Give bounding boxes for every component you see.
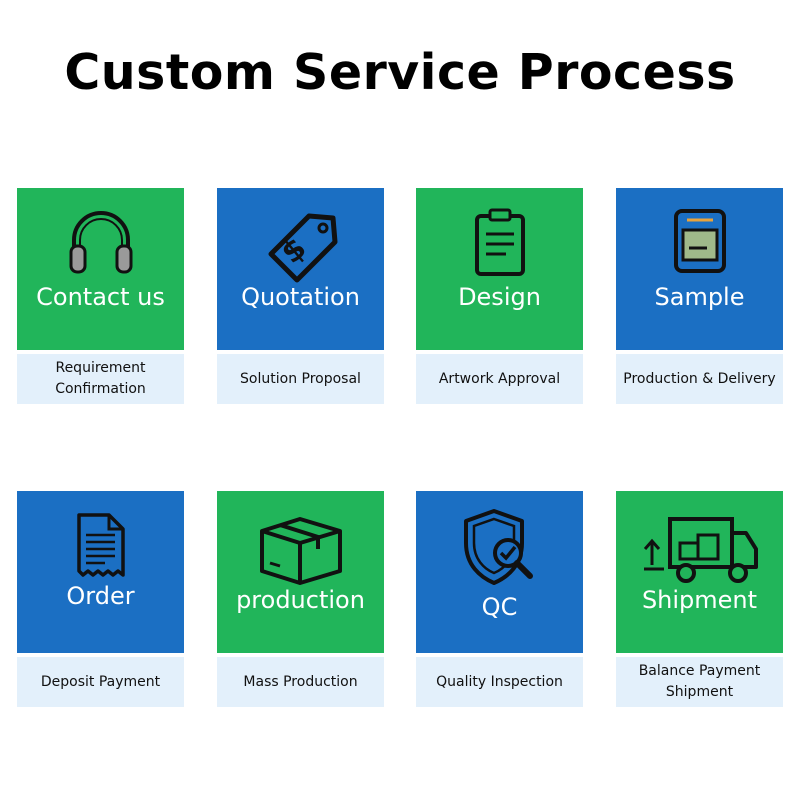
step-label: Order <box>66 582 135 610</box>
step-card-quotation: $ Quotation Solution Proposal <box>217 188 384 404</box>
step-caption-box: Quality Inspection <box>416 657 583 707</box>
step-tile: Contact us <box>17 188 184 350</box>
step-caption: Requirement Confirmation <box>55 360 146 397</box>
step-caption-box: Production & Delivery <box>616 354 783 404</box>
step-caption-box: Artwork Approval <box>416 354 583 404</box>
step-label: Contact us <box>36 283 165 311</box>
step-caption: Mass Production <box>243 673 358 690</box>
step-label: Sample <box>654 283 745 311</box>
step-caption-box: Mass Production <box>217 657 384 707</box>
step-caption-box: Balance Payment Shipment <box>616 657 783 707</box>
truck-icon <box>616 513 783 585</box>
step-caption-box: Solution Proposal <box>217 354 384 404</box>
step-caption: Solution Proposal <box>240 370 361 387</box>
receipt-icon <box>17 511 184 581</box>
step-card-shipment: Shipment Balance Payment Shipment <box>616 491 783 707</box>
step-tile: Order <box>17 491 184 653</box>
sample-device-icon <box>616 208 783 274</box>
step-caption-box: Deposit Payment <box>17 657 184 707</box>
step-label: Design <box>458 283 541 311</box>
step-caption: Artwork Approval <box>438 370 561 387</box>
step-caption-box: Requirement Confirmation <box>17 354 184 404</box>
step-tile: Shipment <box>616 491 783 653</box>
step-label: Shipment <box>641 586 758 614</box>
step-card-sample: Sample Production & Delivery <box>616 188 783 404</box>
step-card-production: production Mass Production <box>217 491 384 707</box>
step-tile: QC <box>416 491 583 653</box>
step-card-qc: QC Quality Inspection <box>416 491 583 707</box>
step-tile: Design <box>416 188 583 350</box>
step-card-contact-us: Contact us Requirement Confirmation <box>17 188 184 404</box>
box-icon <box>217 507 384 587</box>
headphones-icon <box>17 206 184 276</box>
step-label: QC <box>481 593 518 621</box>
step-tile: production <box>217 491 384 653</box>
step-caption: Quality Inspection <box>436 673 563 690</box>
step-caption: Production & Delivery <box>623 370 776 387</box>
price-tag-icon: $ <box>217 210 384 286</box>
step-label: production <box>236 586 365 614</box>
step-caption: Deposit Payment <box>40 673 161 690</box>
step-tile: Sample <box>616 188 783 350</box>
shield-check-icon <box>416 507 583 587</box>
step-tile: $ Quotation <box>217 188 384 350</box>
step-card-design: Design Artwork Approval <box>416 188 583 404</box>
step-label: Quotation <box>241 283 360 311</box>
clipboard-icon <box>416 208 583 278</box>
step-card-order: Order Deposit Payment <box>17 491 184 707</box>
page-title: Custom Service Process <box>64 44 736 101</box>
step-caption: Balance Payment Shipment <box>638 663 761 700</box>
